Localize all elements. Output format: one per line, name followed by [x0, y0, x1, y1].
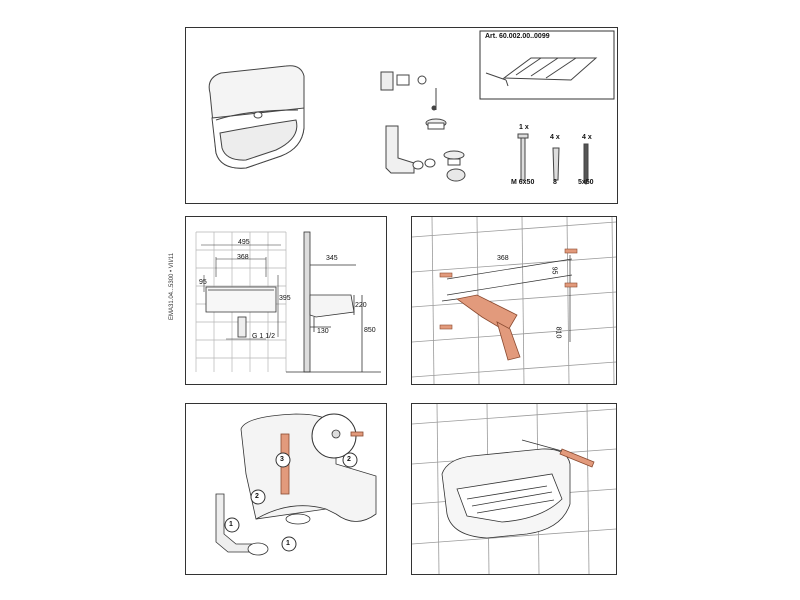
drill-dim-95: 95 — [550, 266, 558, 275]
fixing-wood-screw-size: 5x50 — [578, 179, 594, 186]
step-2-left: 2 — [255, 493, 259, 500]
utility-sink-illustration — [208, 65, 305, 169]
screwdriver-illustration — [521, 439, 595, 468]
drill-dim-810: 810 — [554, 326, 562, 339]
step-1-left: 1 — [229, 521, 233, 528]
fixing-screw-size-1: M 6x50 — [511, 179, 535, 186]
tile-grid — [195, 231, 287, 372]
installed-sink-drawing — [412, 404, 616, 574]
dim-height-850: 850 — [364, 327, 376, 334]
document-code-label: EMA31.04...5300 • VII/11 — [169, 252, 175, 320]
dim-depth-130: 130 — [317, 328, 329, 335]
article-number-label: Art. 60.002.00..0099 — [485, 33, 550, 40]
mounted-sink-illustration — [441, 448, 571, 539]
drain-components-illustration — [380, 71, 466, 182]
fixing-anchor-size: 8 — [553, 179, 557, 186]
dim-height-220: 220 — [355, 302, 367, 309]
step-markers — [224, 452, 358, 552]
wall-anchors — [439, 248, 578, 330]
drain-assembly-drawing — [215, 413, 377, 556]
drain-assembly-panel: 1 2 3 2 1 — [185, 403, 387, 575]
dimensions-drawing — [195, 231, 381, 373]
dim-depth-345: 345 — [326, 255, 338, 262]
dim-thread-g: G 1 1/2 — [252, 333, 275, 340]
step-2-detail: 2 — [347, 456, 351, 463]
wall-tile-grid — [412, 217, 616, 384]
fixing-screws-illustration — [517, 133, 589, 186]
dim-height-95: 95 — [199, 279, 207, 286]
installed-sink-panel — [411, 403, 617, 575]
drilling-drawing — [412, 217, 616, 384]
dim-height-395: 395 — [279, 295, 291, 302]
dim-width-368: 368 — [237, 254, 249, 261]
step-3: 3 — [280, 456, 284, 463]
power-drill-illustration — [441, 294, 521, 361]
fixing-anchor-qty: 4 x — [550, 134, 560, 141]
product-overview-panel: Art. 60.002.00..0099 1 x 4 x 4 x M 6x50 … — [185, 27, 618, 204]
grate-illustration — [485, 57, 598, 87]
step-1-bottom: 1 — [286, 540, 290, 547]
product-overview-drawing — [208, 30, 615, 186]
dimensions-panel: 495 368 95 395 G 1 1/2 345 220 130 850 — [185, 216, 387, 385]
dim-width-495: 495 — [238, 239, 250, 246]
fixing-wood-screw-qty: 4 x — [582, 134, 592, 141]
drilling-panel: 368 95 810 — [411, 216, 617, 385]
drill-dim-368: 368 — [497, 255, 509, 262]
fixing-screw-qty-1: 1 x — [519, 124, 529, 131]
